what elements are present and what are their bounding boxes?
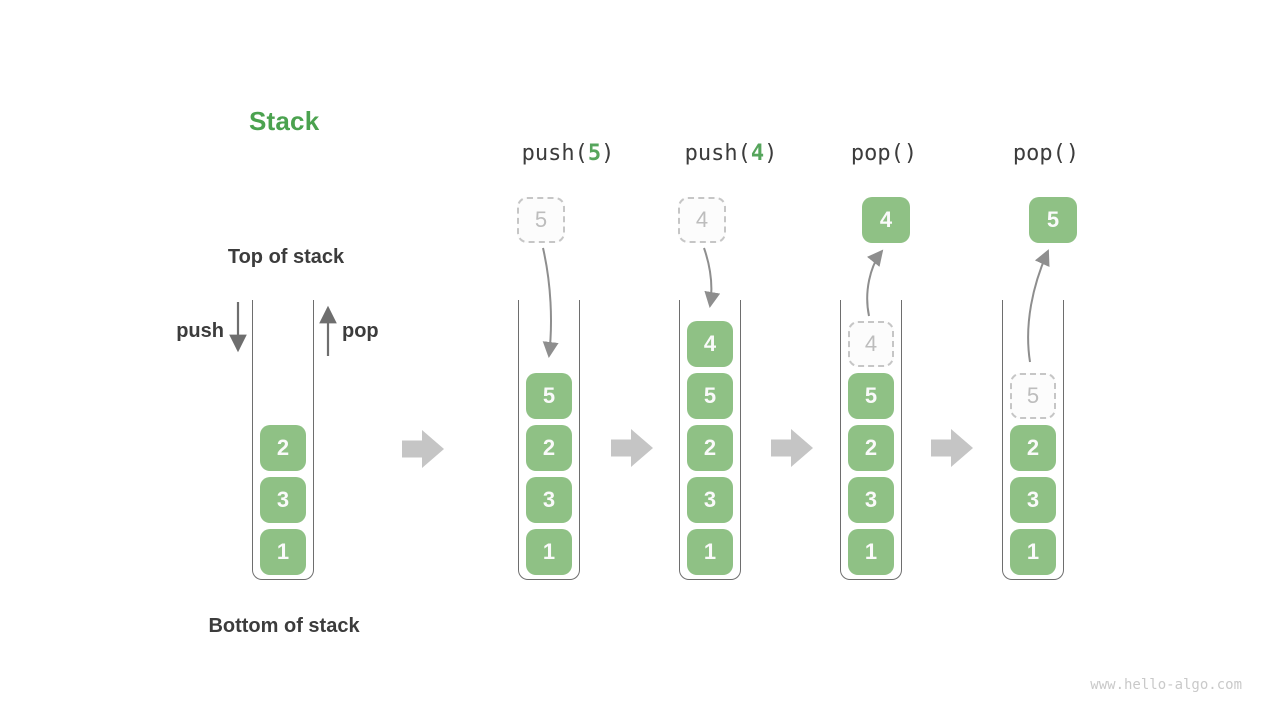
op-header-pop-2: pop() xyxy=(966,141,1126,166)
push-label: push xyxy=(176,320,224,342)
push-4-arrow xyxy=(703,247,721,308)
stack-cell: 1 xyxy=(687,529,733,575)
stack-cell: 2 xyxy=(1010,425,1056,471)
stack-cell: 4 xyxy=(687,321,733,367)
floating-popped-value: 5 xyxy=(1029,197,1077,243)
transition-arrow-icon xyxy=(402,430,444,468)
stack-cell: 3 xyxy=(526,477,572,523)
stack-cell: 2 xyxy=(526,425,572,471)
stack-cell: 1 xyxy=(848,529,894,575)
op-header-push-4: push(4) xyxy=(651,141,811,166)
top-of-stack-label: Top of stack xyxy=(227,246,345,268)
stack-cell: 5 xyxy=(526,373,572,419)
op-header-pop-1: pop() xyxy=(804,141,964,166)
floating-push-value: 4 xyxy=(678,197,726,243)
stack-cell: 2 xyxy=(260,425,306,471)
stack-cell: 2 xyxy=(687,425,733,471)
op-arg: 5 xyxy=(587,141,602,166)
stack-cell: 3 xyxy=(687,477,733,523)
stack-cell: 5 xyxy=(848,373,894,419)
op-fn: push( xyxy=(521,141,588,166)
pop-label: pop xyxy=(342,320,379,342)
op-close: ) xyxy=(764,141,778,166)
floating-popped-value: 4 xyxy=(862,197,910,243)
page-title: Stack xyxy=(249,106,320,136)
stack-cell: 5 xyxy=(687,373,733,419)
op-fn: push( xyxy=(684,141,751,166)
stack-cell-removed: 4 xyxy=(848,321,894,367)
stack-cell: 1 xyxy=(526,529,572,575)
stack-cell: 3 xyxy=(1010,477,1056,523)
floating-push-value: 5 xyxy=(517,197,565,243)
stack-cell: 1 xyxy=(260,529,306,575)
transition-arrow-icon xyxy=(771,429,813,467)
op-arg: 4 xyxy=(750,141,765,166)
stack-cell: 3 xyxy=(260,477,306,523)
transition-arrow-icon xyxy=(931,429,973,467)
op-close: ) xyxy=(601,141,615,166)
bottom-of-stack-label: Bottom of stack xyxy=(208,615,360,637)
stack-cell-removed: 5 xyxy=(1010,373,1056,419)
transition-arrow-icon xyxy=(611,429,653,467)
stack-cell: 3 xyxy=(848,477,894,523)
op-fn: pop() xyxy=(1012,141,1080,166)
op-fn: pop() xyxy=(850,141,918,166)
stack-cell: 2 xyxy=(848,425,894,471)
op-header-push-5: push(5) xyxy=(488,141,648,166)
watermark: www.hello-algo.com xyxy=(1090,677,1242,693)
stack-cell: 1 xyxy=(1010,529,1056,575)
